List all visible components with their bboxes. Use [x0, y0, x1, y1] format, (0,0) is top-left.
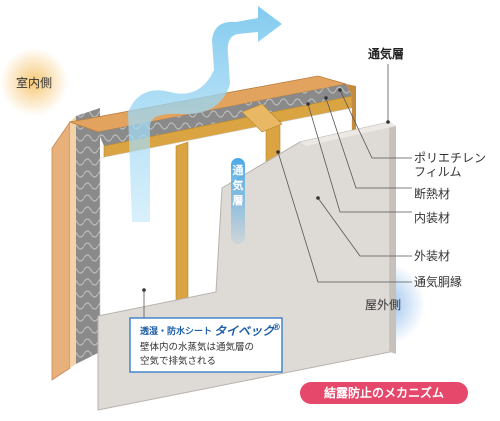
ventilation-vertical-1: 通 [233, 164, 244, 177]
mechanism-badge-text: 結露防止のメカニズム [324, 385, 444, 400]
interior-board [51, 120, 71, 381]
insulation-top [98, 84, 352, 146]
ventilation-layer-label: 通気層 [368, 46, 404, 61]
outdoor-label: 屋外側 [365, 298, 401, 312]
indoor-label: 室内側 [16, 75, 52, 90]
insulation-label: 断熱材 [414, 186, 450, 201]
polyethylene-film [70, 116, 76, 368]
mechanism-badge [300, 382, 468, 404]
film-label-line1: ポリエチレン [414, 151, 486, 165]
interior-label: 内装材 [414, 211, 450, 225]
exterior-board-top-edge [300, 122, 396, 146]
insulation-left [76, 108, 100, 364]
ventilation-vertical-2: 気 [233, 178, 244, 192]
leader-interior [307, 103, 412, 213]
info-brand: タイベック [214, 324, 275, 338]
info-brand-mark: ® [272, 323, 281, 333]
info-line-1: 壁体内の水蒸気は通気層の [140, 341, 254, 353]
ventilation-bar [231, 158, 245, 244]
leader-furring [277, 151, 412, 283]
air-flow-arrow [128, 6, 282, 222]
furring-label: 通気胴縁 [414, 274, 462, 289]
info-line-2: 空気で排気される [140, 355, 216, 367]
leader-exterior [317, 197, 412, 257]
leader-film [339, 89, 412, 159]
brace-top [241, 103, 283, 133]
exterior-label: 外装材 [414, 249, 450, 263]
film-label-line2: フィルム [414, 165, 462, 179]
ventilation-vertical-3: 層 [233, 194, 244, 207]
leader-insulation [325, 97, 412, 189]
exterior-board-edge [390, 122, 396, 354]
info-title: 透湿・防水シート [140, 325, 212, 337]
indoor-glow [0, 48, 68, 116]
stud-left [175, 141, 189, 305]
info-box [129, 317, 283, 373]
